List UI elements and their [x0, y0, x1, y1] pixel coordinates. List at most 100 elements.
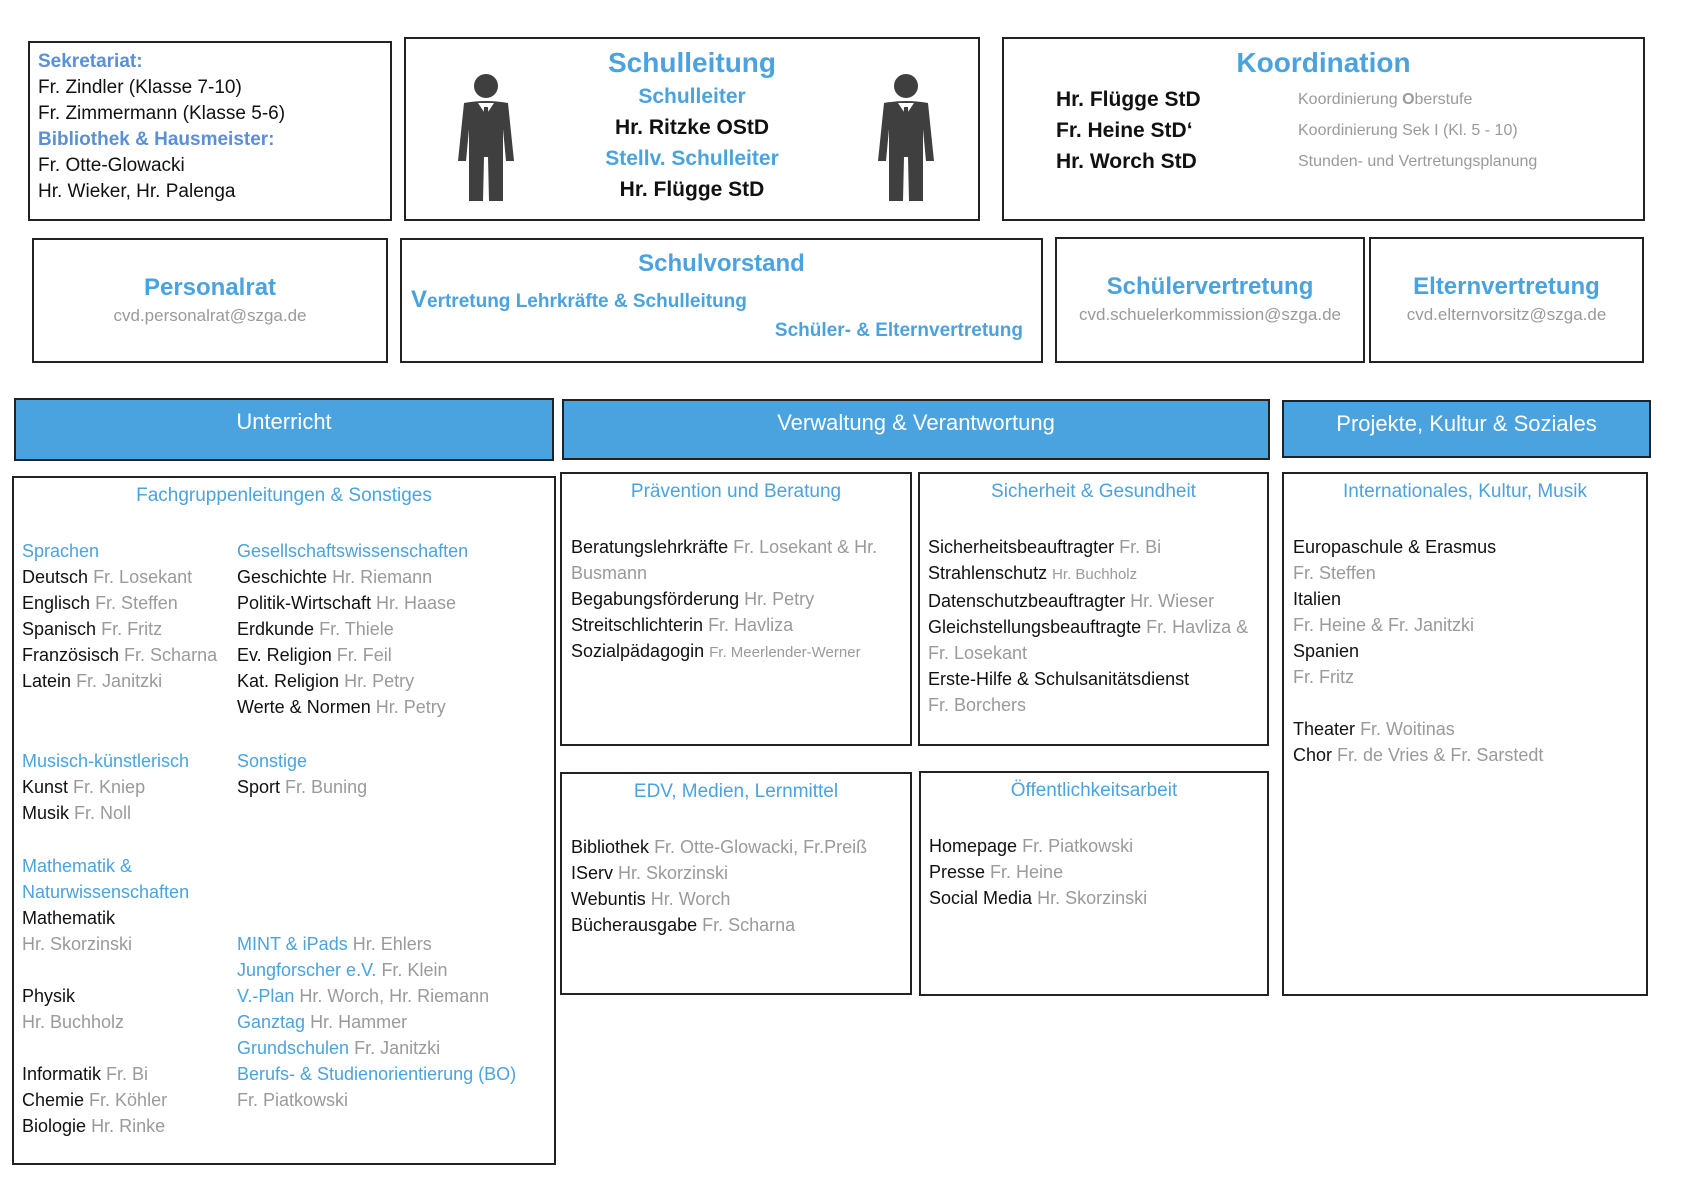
bibliothek-line: Hr. Wieker, Hr. Palenga	[38, 181, 236, 202]
list-item-person: Fr. Borchers	[928, 695, 1027, 715]
schuelervertretung-box: Schülervertretung cvd.schuelerkommission…	[1055, 237, 1365, 363]
koordination-name: Hr. Worch StD	[1056, 150, 1197, 173]
sprachen-title: Sprachen	[22, 541, 100, 561]
person-icon	[458, 74, 514, 201]
list-item-person: Fr. Heine & Fr. Janitzki	[1293, 615, 1475, 635]
list-item: Informatik Fr. Bi	[22, 1064, 149, 1084]
koordination-task: Koordinierung Sek I (Kl. 5 - 10)	[1298, 122, 1518, 139]
list-item: Chor Fr. de Vries & Fr. Sarstedt	[1293, 745, 1544, 765]
list-item: Erdkunde Fr. Thiele	[237, 619, 394, 639]
list-item: Theater Fr. Woitinas	[1293, 719, 1455, 739]
schulvorstand-line1: Vertretung Lehrkräfte & Schulleitung	[411, 286, 747, 313]
list-item: Französisch Fr. Scharna	[22, 645, 218, 665]
list-item: Gleichstellungsbeauftragte Fr. Havliza &	[928, 617, 1249, 637]
list-item-person: Busmann	[571, 563, 648, 583]
header-unterricht: Unterricht	[14, 398, 554, 461]
list-item: Grundschulen Fr. Janitzki	[237, 1038, 441, 1058]
mathe-title: Mathematik &	[22, 856, 133, 876]
list-item: Strahlenschutz Hr. Buchholz	[928, 563, 1138, 583]
list-item: Kat. Religion Hr. Petry	[237, 671, 415, 691]
musisch-title: Musisch-künstlerisch	[22, 751, 190, 771]
schulvorstand-title: Schulvorstand	[638, 250, 805, 277]
list-item: IServ Hr. Skorzinski	[571, 863, 729, 883]
list-item-person: Fr. Steffen	[1293, 563, 1376, 583]
oeffentlichkeit-title: Öffentlichkeitsarbeit	[1010, 780, 1178, 801]
personalrat-title: Personalrat	[143, 274, 277, 301]
sekretariat-title: Sekretariat:	[38, 51, 143, 72]
list-item: Kunst Fr. Kniep	[22, 777, 146, 797]
elternvertretung-email[interactable]: cvd.elternvorsitz@szga.de	[1406, 305, 1607, 324]
personalrat-email[interactable]: cvd.personalrat@szga.de	[113, 306, 307, 325]
list-item-person: Hr. Buchholz	[22, 1012, 125, 1032]
list-item: Latein Fr. Janitzki	[22, 671, 163, 691]
koordination-name: Hr. Flügge StD	[1056, 88, 1201, 111]
stellv-name: Hr. Flügge StD	[619, 178, 765, 201]
list-item: Physik	[22, 986, 76, 1006]
list-item: Begabungsförderung Hr. Petry	[571, 589, 815, 609]
list-item: Social Media Hr. Skorzinski	[929, 888, 1148, 908]
edv-box: EDV, Medien, Lernmittel Bibliothek Fr. O…	[560, 772, 912, 995]
list-item: Deutsch Fr. Losekant	[22, 567, 193, 587]
list-item: Werte & Normen Hr. Petry	[237, 697, 446, 717]
person-icon	[878, 74, 934, 201]
list-item: Berufs- & Studienorientierung (BO)	[237, 1064, 517, 1084]
list-item: Chemie Fr. Köhler	[22, 1090, 168, 1110]
list-item: Homepage Fr. Piatkowski	[929, 836, 1134, 856]
list-item-person: Fr. Piatkowski	[237, 1090, 349, 1110]
list-item: Englisch Fr. Steffen	[22, 593, 178, 613]
international-box: Internationales, Kultur, Musik Europasch…	[1282, 472, 1648, 996]
list-item: Musik Fr. Noll	[22, 803, 132, 823]
list-item-person: Hr. Skorzinski	[22, 934, 133, 954]
schulleitung-title: Schulleitung	[608, 47, 776, 78]
schuelervertretung-title: Schülervertretung	[1106, 273, 1314, 300]
fachgruppen-title: Fachgruppenleitungen & Sonstiges	[136, 485, 432, 506]
list-item: Sozialpädagogin Fr. Meerlender-Werner	[571, 641, 861, 661]
list-item: Spanisch Fr. Fritz	[22, 619, 163, 639]
sonstige-title: Sonstige	[237, 751, 308, 771]
list-item: Bücherausgabe Fr. Scharna	[571, 915, 796, 935]
edv-title: EDV, Medien, Lernmittel	[633, 781, 839, 802]
list-item: Mathematik	[22, 908, 116, 928]
international-title: Internationales, Kultur, Musik	[1343, 481, 1587, 502]
list-item: Geschichte Hr. Riemann	[237, 567, 433, 587]
list-item-person: Fr. Losekant	[928, 643, 1028, 663]
list-item: Ev. Religion Fr. Feil	[237, 645, 392, 665]
koordination-box: Koordination Hr. Flügge StD Fr. Heine St…	[1002, 37, 1645, 221]
sekretariat-box: Sekretariat: Fr. Zindler (Klasse 7-10) F…	[28, 41, 392, 221]
elternvertretung-title: Elternvertretung	[1413, 273, 1600, 300]
personalrat-box: Personalrat cvd.personalrat@szga.de	[32, 238, 388, 363]
list-item: V.-Plan Hr. Worch, Hr. Riemann	[237, 986, 490, 1006]
list-item: Europaschule & Erasmus	[1293, 537, 1497, 557]
list-item: Beratungslehrkräfte Fr. Losekant & Hr.	[571, 537, 878, 557]
schuelervertretung-email[interactable]: cvd.schuelerkommission@szga.de	[1079, 305, 1341, 324]
list-item: Bibliothek Fr. Otte-Glowacki, Fr.Preiß	[571, 837, 868, 857]
list-item: Streitschlichterin Fr. Havliza	[571, 615, 794, 635]
fachgruppen-box: Fachgruppenleitungen & Sonstiges Sprache…	[12, 476, 556, 1165]
list-item: Sicherheitsbeauftragter Fr. Bi	[928, 537, 1162, 557]
praevention-title: Prävention und Beratung	[630, 481, 842, 502]
list-item: Datenschutzbeauftragter Hr. Wieser	[928, 591, 1215, 611]
gesellschaft-title: Gesellschaftswissenschaften	[237, 541, 469, 561]
list-item: Sport Fr. Buning	[237, 777, 368, 797]
list-item-person: Fr. Fritz	[1293, 667, 1354, 687]
sicherheit-title: Sicherheit & Gesundheit	[991, 481, 1196, 502]
list-item: Ganztag Hr. Hammer	[237, 1012, 408, 1032]
schulvorstand-line2: Schüler- & Elternvertretung	[774, 320, 1023, 341]
list-item: Webuntis Hr. Worch	[571, 889, 731, 909]
bibliothek-line: Fr. Otte-Glowacki	[38, 155, 185, 176]
list-item: Presse Fr. Heine	[929, 862, 1064, 882]
schulvorstand-box: Schulvorstand Vertretung Lehrkräfte & Sc…	[400, 238, 1043, 363]
list-item: Erste-Hilfe & Schulsanitätsdienst	[928, 669, 1190, 689]
list-item: MINT & iPads Hr. Ehlers	[237, 934, 432, 954]
stellv-role: Stellv. Schulleiter	[605, 147, 779, 170]
koordination-name: Fr. Heine StD‘	[1056, 119, 1193, 142]
sekretariat-line: Fr. Zindler (Klasse 7-10)	[38, 77, 242, 98]
praevention-box: Prävention und Beratung Beratungslehrkrä…	[560, 472, 912, 746]
koordination-title: Koordination	[1236, 47, 1411, 78]
list-item: Jungforscher e.V. Fr. Klein	[237, 960, 448, 980]
koordination-task: Stunden- und Vertretungsplanung	[1298, 153, 1538, 170]
koordination-task: Koordinierung Oberstufe	[1298, 91, 1473, 108]
list-item: Italien	[1293, 589, 1342, 609]
bibliothek-title: Bibliothek & Hausmeister:	[38, 129, 275, 150]
sekretariat-line: Fr. Zimmermann (Klasse 5-6)	[38, 103, 286, 124]
